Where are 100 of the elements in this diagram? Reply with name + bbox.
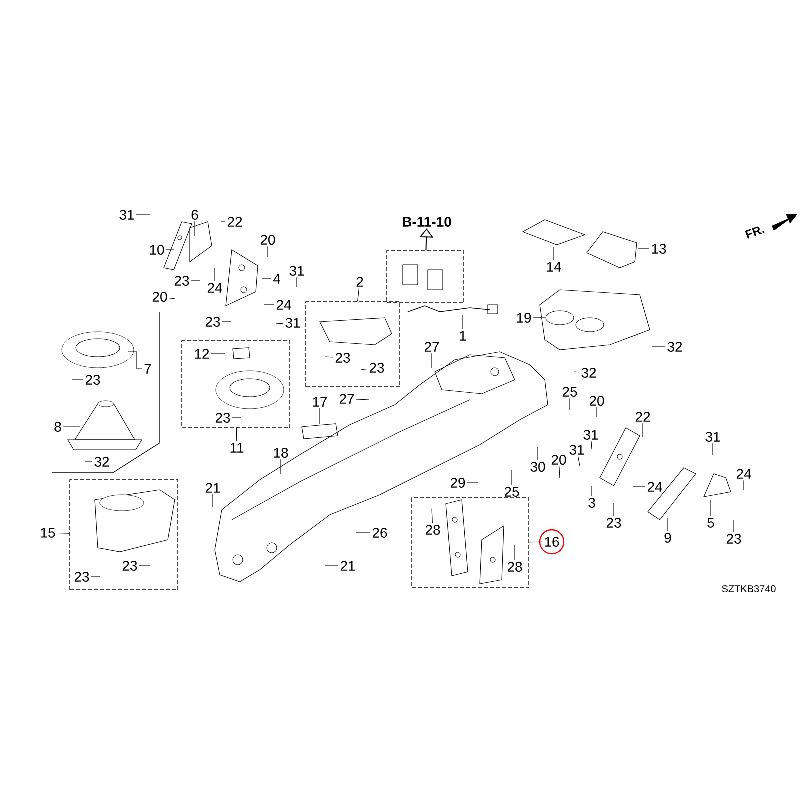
leader-line [596, 407, 598, 418]
leader-line [57, 532, 70, 534]
callout-number: 24 [736, 469, 752, 479]
callout-number: 20 [590, 396, 604, 406]
callout-number: 17 [313, 397, 328, 407]
callout-number: 20 [552, 455, 566, 465]
leader-line [712, 443, 714, 456]
leader-line [591, 441, 592, 450]
callout-number: 23 [174, 276, 190, 286]
callout-number: 22 [636, 412, 650, 422]
callout-number: 24 [208, 283, 222, 293]
callout-number: 23 [370, 363, 384, 373]
leader-line [642, 423, 644, 438]
leader-line [276, 323, 284, 324]
callout-number: 19 [517, 313, 532, 323]
callout-number: 31 [584, 430, 598, 440]
leader-line [578, 456, 580, 466]
callout-number: 24 [648, 482, 662, 492]
leader-line [514, 544, 516, 561]
callout-number: 3 [588, 498, 596, 508]
callout-number: 1 [460, 331, 466, 341]
leader-line [280, 459, 282, 474]
callout-number: 29 [450, 478, 466, 488]
callout-number: 23 [336, 353, 350, 363]
leader-line [358, 288, 360, 302]
leader-line [356, 532, 371, 534]
leader-line [432, 508, 433, 524]
leader-line [236, 428, 238, 442]
callout-number: 20 [152, 292, 168, 302]
leader-line [710, 500, 712, 517]
leader-line [214, 268, 216, 282]
group-box [70, 480, 178, 590]
callout-number: 27 [340, 394, 354, 404]
callout-number: 21 [340, 561, 356, 571]
leader-line [462, 314, 464, 330]
callout-number: 23 [122, 561, 138, 571]
callout-number: 31 [120, 210, 134, 220]
callout-number: 23 [86, 375, 100, 385]
callout-number: 7 [144, 364, 152, 374]
callout-number: 31 [570, 445, 584, 455]
callout-number: 18 [274, 448, 288, 458]
leader-line [262, 278, 272, 280]
callout-number: 10 [150, 245, 164, 255]
callout-number: 32 [668, 342, 682, 352]
callout-number: 21 [206, 483, 220, 493]
leader-line [63, 426, 80, 428]
callout-number: 31 [706, 432, 720, 442]
leader-line [169, 298, 176, 300]
callout-number: 2 [356, 277, 364, 287]
callout-number: 23 [74, 572, 90, 582]
callout-number: 11 [230, 443, 244, 453]
diagram-code: SZTKB3740 [722, 585, 776, 593]
leader-line [360, 368, 368, 370]
callout-number: 25 [562, 387, 578, 397]
group-box [412, 498, 530, 588]
leader-line [356, 399, 370, 400]
leader-line [194, 221, 196, 236]
group-box [386, 250, 464, 304]
leader-line [296, 277, 298, 288]
callout-number: 16 [545, 537, 560, 547]
callout-number: 12 [195, 349, 210, 359]
callout-number: 6 [192, 210, 198, 220]
leader-line [128, 352, 143, 370]
callout-number: 9 [664, 533, 672, 543]
reference-label: B-11-10 [403, 217, 452, 227]
callout-number: 5 [708, 518, 714, 528]
group-box [306, 302, 400, 388]
callout-number: 14 [547, 262, 562, 272]
leader-line [324, 356, 334, 358]
leader-line [638, 248, 650, 250]
callout-number: 31 [286, 318, 300, 328]
leader-line [136, 214, 150, 216]
callout-number: 32 [94, 457, 110, 467]
callout-number: 31 [290, 266, 304, 276]
leader-line [467, 482, 478, 484]
leader-line [632, 486, 646, 488]
leader-line [212, 494, 214, 508]
leader-line [559, 466, 560, 478]
callout-number: 23 [606, 518, 622, 528]
callout-number: 28 [426, 525, 440, 535]
callout-number: 24 [276, 300, 292, 310]
callout-number: 15 [41, 528, 56, 538]
callout-number: 26 [372, 528, 388, 538]
callout-number: 25 [504, 487, 520, 497]
callout-number: 20 [260, 235, 276, 245]
leader-line [264, 304, 275, 306]
callout-number: 30 [530, 462, 546, 472]
callout-number: 4 [273, 274, 280, 284]
leader-line [574, 372, 580, 373]
leader-line [652, 346, 666, 348]
callout-number: 32 [582, 368, 596, 378]
leader-line [91, 576, 100, 578]
callout-number: 27 [424, 342, 440, 352]
direction-label: FR. [745, 226, 765, 239]
callout-number: 23 [216, 413, 230, 423]
group-box [182, 340, 290, 428]
callout-number: 28 [508, 562, 522, 572]
callout-number: 22 [228, 217, 242, 227]
callout-number: 8 [54, 422, 62, 432]
leader-line [529, 542, 543, 543]
